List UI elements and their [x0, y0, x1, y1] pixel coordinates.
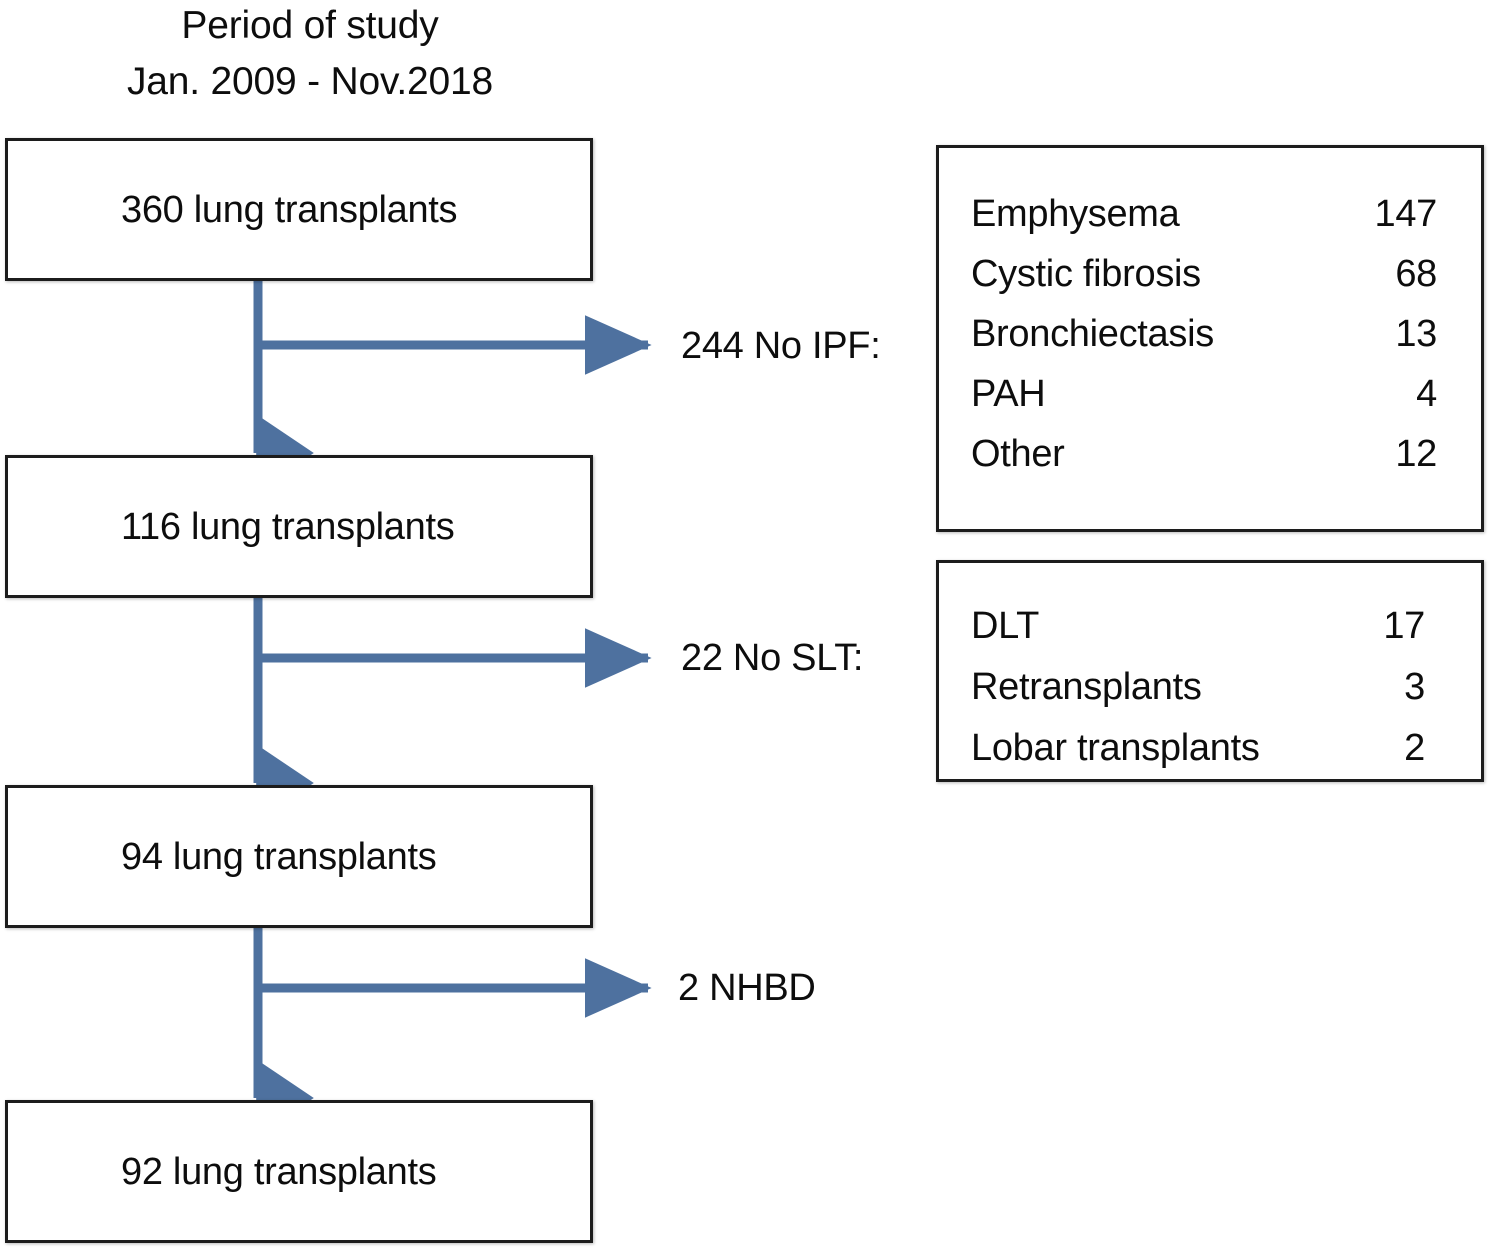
- table-row: Retransplants 3: [971, 668, 1425, 706]
- diagram-title-line-2: Jan. 2009 - Nov.2018: [126, 60, 494, 103]
- branch-label-nhbd: 2 NHBD: [678, 967, 816, 1009]
- table-row: DLT 17: [971, 607, 1425, 645]
- detail-row-value: 68: [1395, 253, 1437, 295]
- flow-box-final-cohort: 92 lung transplants: [5, 1100, 593, 1243]
- detail-row-value: 12: [1395, 433, 1437, 475]
- detail-row-value: 147: [1374, 193, 1437, 235]
- detail-row-name: DLT: [971, 605, 1040, 647]
- flow-box-label: 360 lung transplants: [121, 188, 458, 231]
- detail-row-value: 3: [1404, 666, 1425, 708]
- detail-table-no-ipf-diagnoses: Emphysema 147 Cystic fibrosis 68 Bronchi…: [936, 145, 1484, 532]
- table-row: Cystic fibrosis 68: [971, 255, 1437, 293]
- detail-row-name: Other: [971, 433, 1065, 475]
- detail-row-value: 13: [1395, 313, 1437, 355]
- flow-box-label: 94 lung transplants: [121, 835, 437, 878]
- flow-box-label: 92 lung transplants: [121, 1150, 437, 1193]
- detail-row-name: PAH: [971, 373, 1046, 415]
- diagram-title-line-1: Period of study: [181, 4, 439, 47]
- detail-row-value: 2: [1404, 727, 1425, 769]
- detail-row-name: Cystic fibrosis: [971, 253, 1201, 295]
- branch-label-no-slt: 22 No SLT:: [681, 637, 864, 679]
- connector-94-to-92: [253, 928, 652, 1137]
- table-row: Lobar transplants 2: [971, 729, 1425, 767]
- detail-row-name: Retransplants: [971, 666, 1202, 708]
- table-row: PAH 4: [971, 375, 1437, 413]
- flow-box-label: 116 lung transplants: [121, 505, 455, 548]
- detail-row-value: 17: [1383, 605, 1425, 647]
- table-row: Emphysema 147: [971, 195, 1437, 233]
- flow-box-total-transplants: 360 lung transplants: [5, 138, 593, 281]
- table-row: Other 12: [971, 435, 1437, 473]
- branch-label-no-ipf: 244 No IPF:: [681, 325, 881, 367]
- detail-row-name: Lobar transplants: [971, 727, 1260, 769]
- flow-box-after-no-slt: 94 lung transplants: [5, 785, 593, 928]
- table-row: Bronchiectasis 13: [971, 315, 1437, 353]
- connector-360-to-116: [253, 281, 652, 492]
- connector-116-to-94: [253, 598, 652, 822]
- detail-row-name: Bronchiectasis: [971, 313, 1214, 355]
- detail-row-value: 4: [1416, 373, 1437, 415]
- flow-box-after-no-ipf: 116 lung transplants: [5, 455, 593, 598]
- detail-table-no-slt-procedures: DLT 17 Retransplants 3 Lobar transplants…: [936, 560, 1484, 782]
- detail-row-name: Emphysema: [971, 193, 1180, 235]
